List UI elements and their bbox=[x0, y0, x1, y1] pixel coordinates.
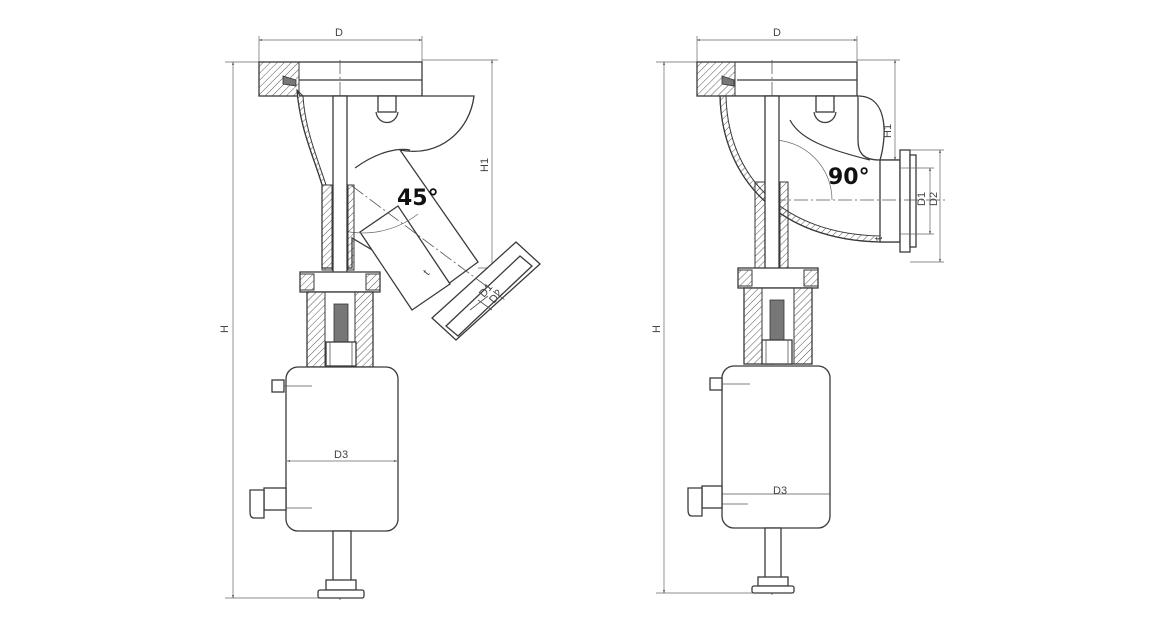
label-h-right: H bbox=[651, 325, 663, 333]
label-t: t bbox=[421, 268, 432, 278]
valve-45-drawing: D H H1 bbox=[219, 27, 541, 600]
neck-wall-left bbox=[321, 184, 333, 271]
valve-stem bbox=[332, 95, 348, 277]
dimension-h1-left: H1 bbox=[422, 59, 498, 269]
outlet-45-pipe bbox=[359, 205, 541, 341]
dimension-d3-left: D3 bbox=[286, 449, 398, 463]
angle-arc-90 bbox=[771, 139, 833, 201]
outlet-90-flange bbox=[879, 149, 917, 253]
air-port-top bbox=[271, 379, 285, 393]
label-d-right: D bbox=[773, 27, 781, 39]
dimension-d-right: D bbox=[696, 27, 858, 62]
label-h: H bbox=[219, 325, 231, 333]
indicator-rod-right bbox=[764, 527, 782, 581]
centerline-45 bbox=[351, 185, 506, 301]
dimension-d3-right: D3 bbox=[773, 485, 787, 497]
label-d1-right: D1 bbox=[916, 192, 928, 206]
seal-ring bbox=[282, 75, 297, 87]
label-h1: H1 bbox=[479, 158, 491, 172]
angle-label-45: 45° bbox=[397, 186, 439, 211]
angle-label-90: 90° bbox=[828, 165, 870, 190]
top-fitting bbox=[377, 95, 397, 113]
bottom-cap-right bbox=[751, 585, 795, 594]
dimension-h1-right: H1 bbox=[857, 59, 900, 161]
label-d: D bbox=[335, 27, 343, 39]
valve-90-drawing: D H H1 bbox=[651, 27, 945, 595]
label-d3-right: D3 bbox=[773, 485, 787, 497]
label-d2-right: D2 bbox=[928, 192, 940, 206]
air-port-top-right bbox=[709, 377, 723, 391]
dimension-h-left: H bbox=[219, 61, 330, 599]
air-fitting bbox=[249, 487, 312, 519]
dimension-h-right: H bbox=[651, 61, 770, 594]
dimension-d-left: D bbox=[258, 27, 423, 62]
indicator-rod bbox=[332, 530, 352, 584]
top-fitting-right bbox=[815, 95, 835, 113]
label-h1-right: H1 bbox=[882, 124, 894, 138]
air-fitting-right bbox=[687, 485, 748, 517]
valve-stem-right bbox=[764, 95, 780, 272]
dimension-d1-d2-right: D1 D2 t bbox=[873, 149, 944, 263]
label-d3: D3 bbox=[334, 449, 348, 461]
bottom-cap bbox=[317, 589, 365, 599]
label-t-right: t bbox=[873, 237, 885, 240]
